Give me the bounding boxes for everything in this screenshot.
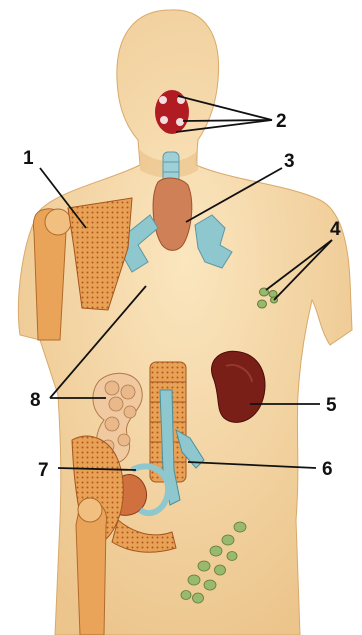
- label-2: 2: [276, 111, 287, 132]
- label-3: 3: [284, 151, 295, 172]
- label-7: 7: [38, 460, 49, 481]
- tonsil-dot: [176, 118, 184, 126]
- thymus: [153, 178, 192, 250]
- label-5: 5: [326, 395, 337, 416]
- spleen: [212, 351, 266, 422]
- label-4: 4: [330, 219, 341, 240]
- femur-head: [78, 498, 102, 522]
- label-6: 6: [322, 459, 333, 480]
- humerus-head: [45, 209, 71, 235]
- label-1: 1: [23, 148, 34, 169]
- label-8: 8: [30, 390, 41, 411]
- tonsil-dot: [160, 116, 168, 124]
- tonsil-dot: [159, 96, 167, 104]
